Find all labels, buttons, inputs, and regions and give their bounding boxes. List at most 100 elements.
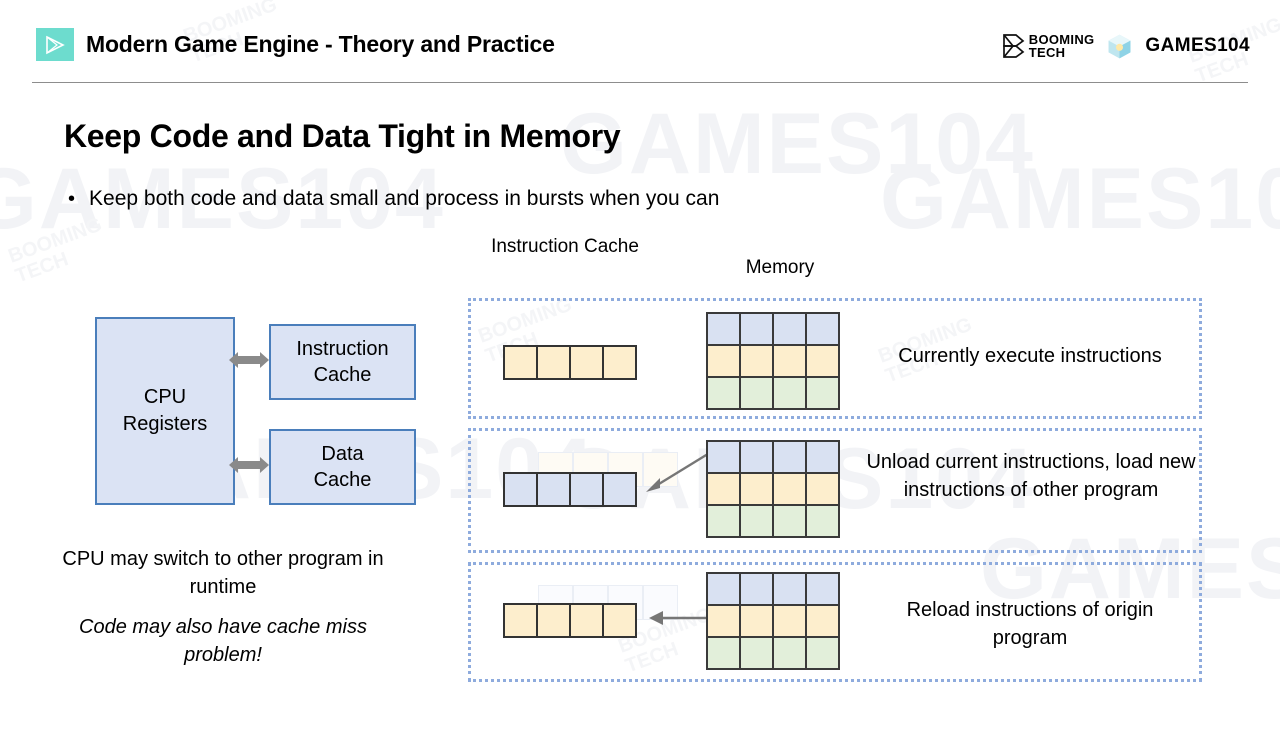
memory-cell [805,504,840,538]
watermark-games: GAMES104 [560,96,1035,192]
memory-cell [706,312,741,346]
memory-cell [739,312,774,346]
cache-row-panel-1 [503,345,637,380]
data-cache-label-line2: Cache [313,469,372,491]
cache-row-panel-2 [503,472,637,507]
cache-cell [536,472,571,507]
memory-cell [706,504,741,538]
data-cache-label-line1: Data [321,443,364,465]
bullet-text: Keep both code and data small and proces… [89,187,720,210]
ghost-cache-cell [643,452,678,487]
memory-cell [739,572,774,606]
memory-cell [739,604,774,638]
cache-miss-note: Code may also have cache miss problem! [79,616,367,666]
memory-cell [739,472,774,506]
memory-cell [739,344,774,378]
memory-cell [772,504,807,538]
slide-title: Keep Code and Data Tight in Memory [64,118,621,154]
cache-cell [536,345,571,380]
cache-cell [569,345,604,380]
booming-label-line1: BOOMING [1028,32,1095,47]
panel-2-description: Unload current instructions, load new in… [866,451,1196,501]
memory-cell [706,440,741,474]
memory-cell [739,504,774,538]
data-cache-box: Data Cache [269,429,416,505]
cache-cell [569,603,604,638]
memory-cell [706,572,741,606]
panel-1-description: Currently execute instructions [898,345,1162,367]
memory-column-label: Memory [745,257,815,278]
memory-cell [772,636,807,670]
play-triangle-icon [36,28,74,61]
page-header: Modern Game Engine - Theory and Practice… [0,0,1280,84]
memory-panel-2 [468,428,1202,553]
memory-cell [805,312,840,346]
instruction-cache-label-line1: Instruction [296,338,389,360]
memory-cell [706,472,741,506]
booming-tech-logo: BOOMING TECH [1002,33,1095,59]
memory-row-green [706,504,840,538]
memory-row-yellow [706,472,840,506]
cache-cell [602,345,637,380]
memory-cell [772,312,807,346]
memory-cell [739,636,774,670]
memory-row-green [706,376,840,410]
bullet-marker-icon: • [68,188,76,210]
page-title: Modern Game Engine - Theory and Practice [86,31,555,57]
memory-cell [706,636,741,670]
cache-cell [569,472,604,507]
cpu-registers-box: CPU Registers [95,317,235,505]
booming-b-logo-icon [1002,34,1025,58]
double-arrow-icon [229,352,269,368]
header-divider [32,82,1248,83]
memory-cell [805,604,840,638]
memory-cell [805,472,840,506]
memory-grid-panel-3 [706,572,840,670]
memory-panel-3 [468,562,1202,682]
memory-cell [805,344,840,378]
watermark-games: GAMES104 [880,151,1280,247]
games104-cube-icon [1108,34,1131,58]
cache-cell [602,603,637,638]
memory-cell [706,344,741,378]
memory-cell [805,572,840,606]
memory-grid-panel-1 [706,312,840,410]
memory-cell [772,604,807,638]
cache-row-panel-3 [503,603,637,638]
memory-cell [706,604,741,638]
memory-row-green [706,636,840,670]
memory-row-blue [706,572,840,606]
cpu-label-line1: CPU [143,386,187,408]
cpu-label-line2: Registers [122,413,208,435]
memory-cell [706,376,741,410]
diagonal-arrow-left-icon [646,447,717,492]
cache-cell [503,472,538,507]
memory-row-yellow [706,344,840,378]
cache-cell [503,345,538,380]
memory-cell [739,376,774,410]
double-arrow-icon [229,457,269,473]
memory-row-blue [706,312,840,346]
watermark-booming: BOOMING [5,213,105,268]
straight-arrow-left-icon [649,611,707,625]
instruction-cache-label-line2: Cache [313,364,372,386]
cache-cell [536,603,571,638]
memory-cell [805,440,840,474]
panel-3-description: Reload instructions of origin program [906,599,1154,649]
instruction-cache-box: Instruction Cache [269,324,416,400]
memory-cell [805,376,840,410]
memory-cell [772,440,807,474]
memory-panel-1 [468,298,1202,419]
memory-row-yellow [706,604,840,638]
memory-grid-panel-2 [706,440,840,538]
memory-cell [739,440,774,474]
games104-label: GAMES104 [1145,35,1250,56]
memory-cell [805,636,840,670]
memory-cell [772,572,807,606]
bullet-item: • Keep both code and data small and proc… [68,186,719,212]
watermark-booming: TECH [12,248,72,288]
instruction-cache-column-label: Instruction Cache [491,236,639,257]
cpu-switch-note: CPU may switch to other program in runti… [62,548,384,598]
brand-logos: BOOMING TECH GAMES104 [1002,28,1250,64]
cache-cell [602,472,637,507]
